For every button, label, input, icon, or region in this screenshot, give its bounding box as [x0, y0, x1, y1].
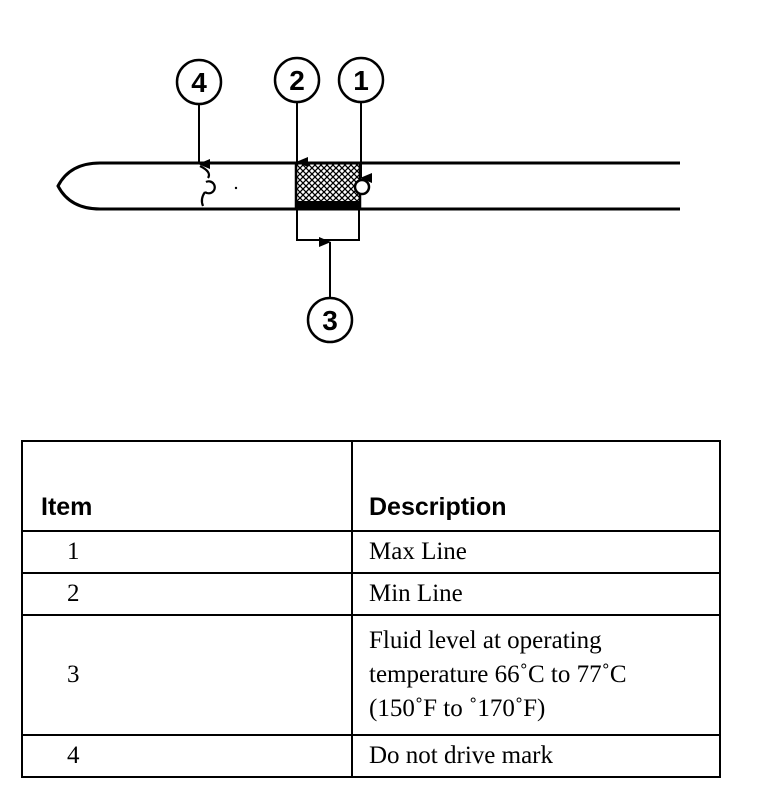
description-line: (150˚F to ˚170˚F) — [369, 695, 546, 722]
stray-dot — [234, 186, 238, 190]
table-row: 1 Max Line — [21, 530, 721, 574]
table-header-row: Item Description — [21, 440, 721, 532]
dipstick-blade — [56, 161, 680, 211]
operating-range-bracket — [296, 209, 360, 241]
table-row: 3 Fluid level at operating temperature 6… — [21, 614, 721, 736]
item-header: Item — [21, 440, 353, 532]
description-line: Max Line — [369, 538, 467, 565]
item-number: 4 — [21, 734, 353, 778]
table-row: 4 Do not drive mark — [21, 734, 721, 778]
item-description: Fluid level at operating temperature 66˚… — [351, 614, 721, 736]
item-description: Do not drive mark — [351, 734, 721, 778]
description-header: Description — [351, 440, 721, 532]
description-line: Fluid level at operating — [369, 627, 602, 654]
operating-range-bottom-band — [296, 201, 360, 209]
item-number: 3 — [21, 614, 353, 736]
callout-3-number: 3 — [322, 305, 338, 336]
max-line-hole — [353, 178, 371, 196]
item-description: Max Line — [351, 530, 721, 574]
description-line: Min Line — [369, 580, 463, 607]
do-not-drive-mark — [199, 165, 216, 207]
description-line: temperature 66˚C to 77˚C — [369, 661, 627, 688]
legend-table: Item Description 1 Max Line 2 Min Line 3… — [21, 440, 721, 778]
dipstick-diagram: 4 2 1 3 — [56, 56, 680, 344]
callout-4-number: 4 — [191, 67, 207, 98]
description-line: Do not drive mark — [369, 742, 553, 769]
table-row: 2 Min Line — [21, 572, 721, 616]
callout-1-number: 1 — [353, 65, 369, 96]
callout-2-number: 2 — [289, 65, 305, 96]
item-description: Min Line — [351, 572, 721, 616]
item-number: 1 — [21, 530, 353, 574]
item-number: 2 — [21, 572, 353, 616]
